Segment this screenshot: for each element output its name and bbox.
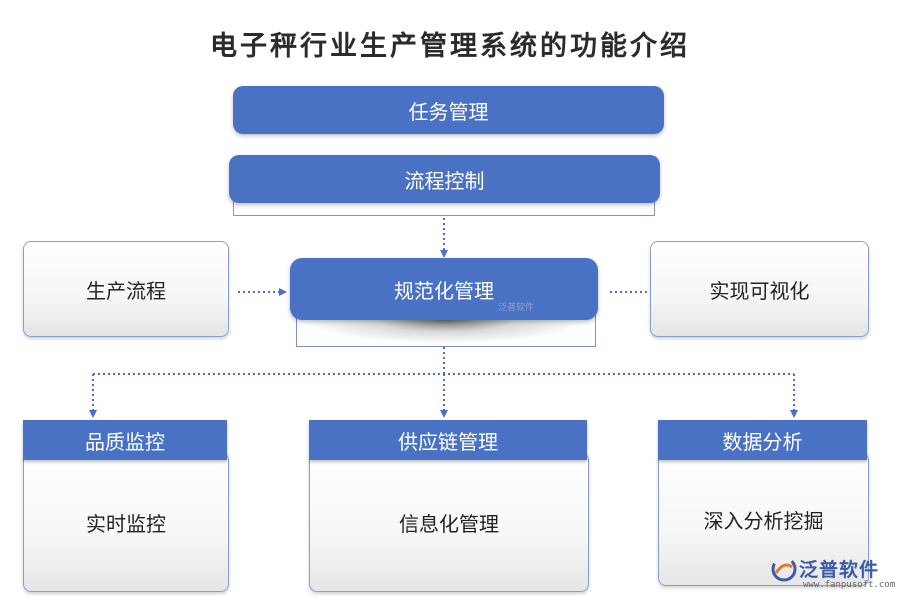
card-supply-chain-header: 供应链管理: [309, 420, 587, 460]
card-supply-chain-header-label: 供应链管理: [398, 429, 498, 454]
page-title: 电子秤行业生产管理系统的功能介绍: [210, 31, 690, 62]
task-management-box: 任务管理: [233, 86, 664, 134]
card-data-analysis-header-label: 数据分析: [722, 429, 803, 454]
visualization-label: 实现可视化: [709, 278, 810, 303]
card-supply-chain-body-label: 信息化管理: [399, 511, 499, 536]
standardized-management-label: 规范化管理: [394, 278, 494, 303]
production-process-label: 生产流程: [86, 278, 166, 303]
watermark-small: 泛普软件: [498, 303, 535, 313]
swirl-logo-icon: [771, 556, 797, 582]
process-control-label: 流程控制: [404, 168, 485, 193]
card-data-analysis-body-label: 深入分析挖掘: [703, 508, 824, 533]
card-quality-header-label: 品质监控: [85, 429, 165, 454]
card-quality-header: 品质监控: [23, 420, 227, 460]
visualization-box: 实现可视化: [650, 241, 869, 337]
process-control-box: 流程控制: [229, 155, 660, 203]
card-supply-chain-body: 信息化管理: [309, 452, 589, 592]
task-management-label: 任务管理: [408, 99, 489, 124]
card-data-analysis-header: 数据分析: [658, 420, 867, 460]
production-process-box: 生产流程: [23, 241, 229, 337]
center-shadow: [300, 320, 590, 344]
card-quality-body-label: 实时监控: [86, 511, 166, 536]
card-quality-body: 实时监控: [23, 452, 229, 592]
logo-text: 泛普软件: [799, 559, 880, 581]
logo-url: www.fanpusoft.com: [803, 580, 896, 590]
card-data-analysis-body: 深入分析挖掘: [658, 452, 869, 586]
standardized-management-box: 规范化管理: [290, 258, 598, 320]
brand-logo: 泛普软件 www.fanpusoft.com: [770, 553, 895, 598]
